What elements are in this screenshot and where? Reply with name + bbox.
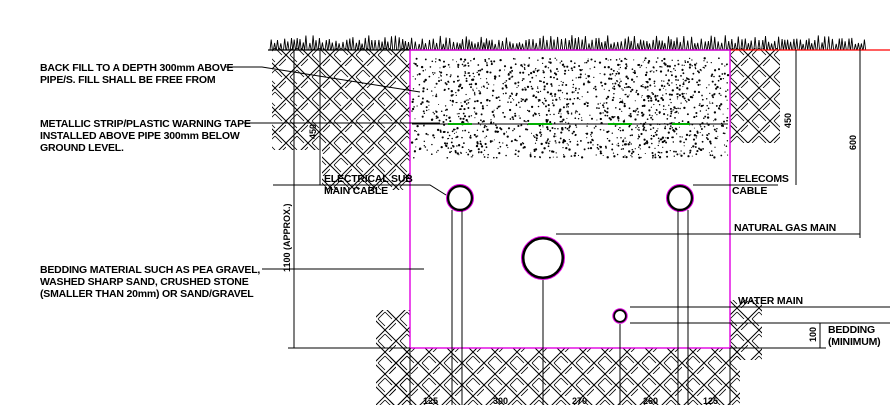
dim-bottom-5: 125 — [703, 396, 718, 405]
label-water-main: WATER MAIN — [738, 295, 803, 307]
soil-right-upper — [730, 48, 780, 143]
svg-text:INSTALLED ABOVE PIPE 300mm BEL: INSTALLED ABOVE PIPE 300mm BELOW — [40, 130, 240, 142]
svg-text:(SMALLER THAN 20mm) OR SAND/GR: (SMALLER THAN 20mm) OR SAND/GRAVEL — [40, 288, 254, 300]
svg-text:PIPE/S. FILL SHALL BE FREE FRO: PIPE/S. FILL SHALL BE FREE FROM — [40, 74, 216, 86]
svg-text:GROUND LEVEL.: GROUND LEVEL. — [40, 142, 124, 154]
dim-450-right: 450 — [783, 113, 793, 128]
svg-text:BEDDING MATERIAL SUCH AS PEA G: BEDDING MATERIAL SUCH AS PEA GRAVEL, — [40, 264, 260, 276]
svg-text:METALLIC STRIP/PLASTIC WARNING: METALLIC STRIP/PLASTIC WARNING TAPE — [40, 118, 251, 130]
dim-bottom-1: 125 — [423, 396, 438, 405]
label-bedding-minimum: BEDDING (MINIMUM) — [828, 324, 881, 348]
dimension-lines — [273, 50, 861, 349]
label-bedding-material: BEDDING MATERIAL SUCH AS PEA GRAVEL, WAS… — [40, 264, 261, 300]
svg-text:BACK FILL TO A DEPTH 300mm ABO: BACK FILL TO A DEPTH 300mm ABOVE — [40, 62, 234, 74]
backfill-stipple — [410, 56, 730, 159]
label-backfill: BACK FILL TO A DEPTH 300mm ABOVE PIPE/S.… — [40, 62, 234, 86]
svg-text:TELECOMS: TELECOMS — [732, 173, 789, 185]
leader-lines — [225, 66, 890, 324]
electrical-cable-pipe — [446, 184, 474, 212]
svg-text:CABLE: CABLE — [732, 185, 767, 197]
water-main-pipe — [613, 309, 627, 323]
svg-text:MAIN CABLE: MAIN CABLE — [324, 185, 388, 197]
telecoms-cable-pipe — [666, 184, 694, 212]
soil-bottom — [390, 348, 740, 405]
gas-main-pipe — [521, 236, 565, 280]
label-electrical-cable: ELECTRICAL SUB MAIN CABLE — [324, 173, 413, 197]
dim-bottom-3: 270 — [572, 396, 587, 405]
dim-100: 100 — [808, 327, 818, 342]
svg-text:(MINIMUM): (MINIMUM) — [828, 336, 880, 348]
label-telecoms-cable: TELECOMS CABLE — [732, 173, 789, 197]
svg-text:WASHED SHARP SAND, CRUSHED STO: WASHED SHARP SAND, CRUSHED STONE — [40, 276, 249, 288]
svg-text:BEDDING: BEDDING — [828, 324, 875, 336]
label-warning-tape: METALLIC STRIP/PLASTIC WARNING TAPE INST… — [40, 118, 251, 154]
dim-bottom-2: 300 — [493, 396, 508, 405]
dim-600: 600 — [848, 135, 858, 150]
ground-grass — [269, 35, 867, 51]
dim-450-left: 450 — [308, 124, 318, 139]
trench-outline — [409, 49, 731, 349]
label-gas-main: NATURAL GAS MAIN — [734, 222, 836, 234]
svg-text:ELECTRICAL SUB: ELECTRICAL SUB — [324, 173, 413, 185]
dim-bottom-4: 260 — [643, 396, 658, 405]
dim-1100: 1100 (APPROX.) — [282, 203, 292, 272]
